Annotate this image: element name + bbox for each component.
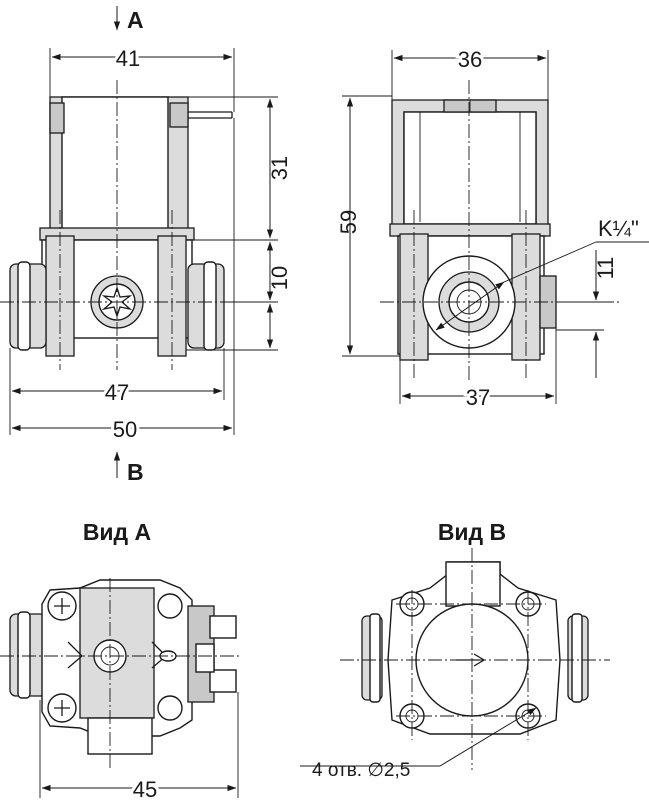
view-a-body [79,587,155,719]
side-view: K¼" [380,80,649,380]
dim-36: 36 [391,44,549,100]
svg-text:50: 50 [113,417,137,442]
dim-10: 10 [186,241,292,351]
view-a-marker: A [113,6,144,33]
svg-text:47: 47 [105,380,129,405]
dim-45: 45 [39,692,239,800]
svg-text:4 отв. ∅2,5: 4 отв. ∅2,5 [312,760,410,781]
dim-50: 50 [11,118,235,445]
svg-text:37: 37 [466,385,490,410]
svg-text:31: 31 [267,156,292,180]
front-view [0,80,240,370]
view-b-title: Вид B [438,519,506,545]
dim-37: 37 [399,328,557,413]
svg-text:11: 11 [593,257,618,280]
svg-text:59: 59 [336,210,361,234]
svg-text:45: 45 [133,777,157,800]
dim-59: 59 [336,95,400,357]
svg-text:41: 41 [116,46,140,71]
svg-text:A: A [127,7,144,33]
svg-text:36: 36 [458,47,482,72]
coil-body [61,96,169,233]
dim-31: 31 [188,96,292,241]
svg-text:K¼": K¼" [598,216,639,241]
view-b-marker: B [113,451,144,485]
view-a-title: Вид A [83,519,151,545]
dim-47: 47 [9,348,225,435]
coil-tab-left [49,102,65,134]
svg-text:B: B [127,459,144,485]
coil-tab-right [169,102,189,128]
svg-text:10: 10 [267,266,292,290]
dim-11: 11 [556,250,618,378]
view-b: 4 отв. ∅2,5 [300,548,610,781]
view-a [0,578,240,770]
dim-41: 41 [49,43,235,112]
side-right-post [511,233,541,361]
